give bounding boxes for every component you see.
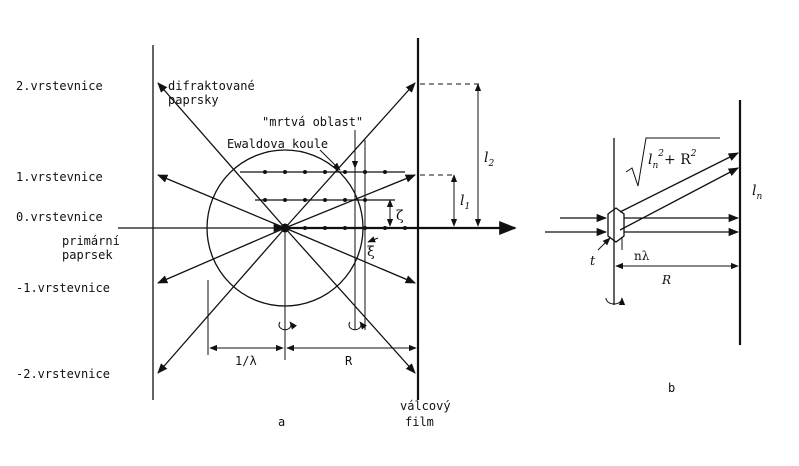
radius-label-a: R	[345, 354, 353, 368]
sqrt-expression: ln2+ R2	[648, 149, 697, 171]
sqrt-sign	[625, 137, 720, 187]
rotation-arrow-center	[278, 321, 297, 331]
panel-b: ln2+ R2 ln nλ t R b	[545, 100, 762, 395]
dead-zone-label: "mrtvá oblast"	[262, 115, 363, 129]
xi-pointer	[367, 236, 379, 243]
ray-down-right-2	[284, 227, 416, 374]
diffracted-label-2: paprsky	[168, 93, 219, 107]
ray-down-left-1	[157, 227, 286, 284]
rotation-arrow-right	[348, 321, 367, 331]
t-label: t	[590, 254, 596, 269]
ray-down-right-1	[284, 227, 416, 284]
b-rotation-arrow	[605, 297, 626, 306]
l2-label: l2	[484, 150, 494, 169]
ewald-label: Ewaldova koule	[227, 137, 328, 151]
l1-label: l1	[460, 193, 470, 212]
primary-beam-label-1: primární	[62, 234, 120, 248]
b-diffracted-1	[619, 152, 739, 213]
film-label-2: film	[405, 415, 434, 429]
caption-a: a	[278, 415, 285, 429]
inv-lambda-label: 1/λ	[235, 354, 257, 368]
xi-label: ξ	[367, 244, 375, 260]
layer-1-label: 1.vrstevnice	[16, 170, 103, 184]
lattice-points	[263, 170, 407, 230]
layer-minus-2-label: -2.vrstevnice	[16, 367, 110, 381]
primary-beam-label-2: paprsek	[62, 248, 113, 262]
diffracted-label-1: difraktované	[168, 79, 255, 93]
panel-a: 2.vrstevnice 1.vrstevnice 0.vrstevnice -…	[16, 38, 517, 429]
n-lambda-label: nλ	[634, 249, 650, 263]
layer-0-label: 0.vrstevnice	[16, 210, 103, 224]
zeta-label: ζ	[396, 208, 404, 224]
ln-label: ln	[752, 183, 762, 202]
layer-2-label: 2.vrstevnice	[16, 79, 103, 93]
ray-up-right-1	[284, 174, 416, 229]
ray-up-left-1	[157, 174, 286, 229]
t-pointer	[597, 237, 611, 251]
ray-up-left-2	[157, 82, 286, 229]
b-diffracted-2	[619, 167, 739, 231]
ray-up-right-2	[284, 82, 416, 229]
film-label-1: válcový	[400, 399, 451, 413]
ewald-pointer	[319, 149, 341, 171]
radius-label-b: R	[661, 273, 671, 287]
b-crystal	[607, 207, 625, 243]
ray-down-left-2	[157, 227, 286, 374]
layer-minus-1-label: -1.vrstevnice	[16, 281, 110, 295]
caption-b: b	[668, 381, 675, 395]
